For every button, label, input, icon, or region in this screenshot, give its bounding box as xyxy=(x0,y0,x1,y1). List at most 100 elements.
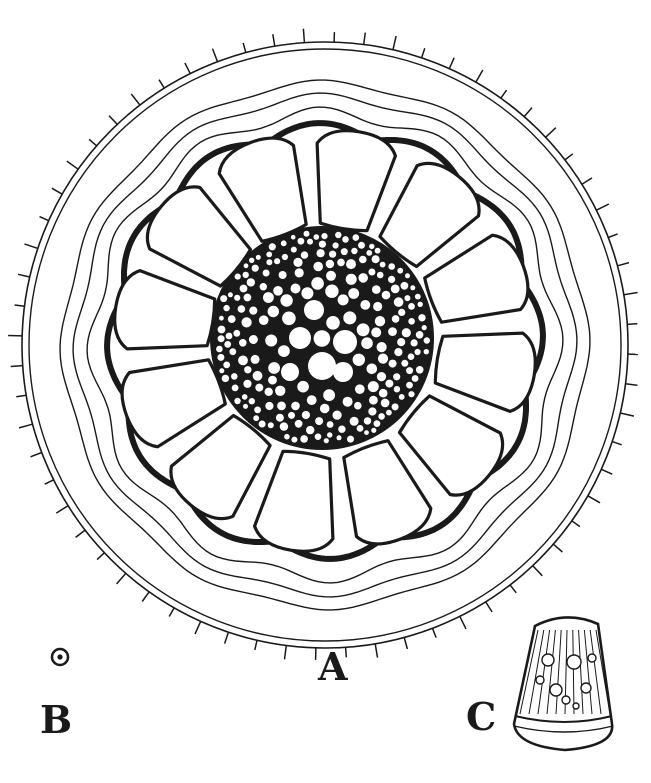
stele-cell xyxy=(234,397,241,405)
root-hair xyxy=(587,495,601,504)
stele-cell xyxy=(332,242,339,249)
stele-cell xyxy=(280,240,287,247)
root-hair xyxy=(420,48,426,59)
stele-cell xyxy=(394,348,403,357)
stele-cell xyxy=(325,259,335,269)
stele-cell xyxy=(293,257,303,267)
stele-cell xyxy=(291,401,300,411)
stele-cell xyxy=(326,270,336,281)
root-hair xyxy=(625,382,638,387)
granule xyxy=(535,675,545,685)
root-hair xyxy=(509,584,517,594)
stele-cell xyxy=(385,379,394,388)
stele-cell xyxy=(369,243,375,250)
root-hair xyxy=(532,565,543,577)
stele-cell xyxy=(225,332,233,340)
stele-cell xyxy=(366,363,378,375)
cortex-layer-2 xyxy=(72,92,578,598)
stele-cell xyxy=(234,273,241,280)
root-hair xyxy=(431,628,437,638)
stele-cell xyxy=(323,389,335,402)
root-hair xyxy=(552,543,563,553)
figure-a-cross-section xyxy=(8,28,638,660)
stele-cell xyxy=(346,259,356,270)
stele-cell xyxy=(414,348,421,356)
stele-cell xyxy=(268,375,277,385)
stele-cell xyxy=(329,250,337,258)
stele-cell xyxy=(303,230,310,237)
air-chamber-cell xyxy=(378,161,481,269)
stele-cell xyxy=(393,297,404,307)
stele-cell xyxy=(326,421,334,428)
air-chamber-cell xyxy=(423,233,530,324)
striation-line xyxy=(519,629,539,715)
root-hair xyxy=(617,261,630,267)
root-hair xyxy=(211,48,219,62)
figure-b-inner-dot xyxy=(57,654,63,660)
root-hair xyxy=(272,34,276,47)
stele-cell xyxy=(326,316,340,330)
stele-cell xyxy=(275,385,286,396)
stele-cell xyxy=(243,379,252,388)
air-chamber-ring xyxy=(113,129,537,553)
stele-cell xyxy=(368,268,376,276)
stele-cell xyxy=(241,317,252,328)
stele-cell xyxy=(281,363,299,381)
stele-cell xyxy=(223,304,230,312)
root-hair xyxy=(448,57,455,70)
root-hair xyxy=(600,468,613,475)
stele-cell xyxy=(391,315,400,323)
stele-cell xyxy=(332,410,342,420)
stele-cell xyxy=(356,425,364,432)
stele-cell xyxy=(374,316,386,327)
stele-cell xyxy=(248,398,255,405)
stele-cell xyxy=(273,286,283,296)
stele-cell xyxy=(418,314,426,322)
striation-line xyxy=(528,629,545,715)
cortex-layer-3 xyxy=(86,106,564,584)
root-cap-granules xyxy=(535,653,597,710)
stele-cell xyxy=(231,373,238,380)
stele-cell xyxy=(342,236,349,243)
stele-cell xyxy=(265,401,274,411)
stele-cell xyxy=(376,271,384,279)
granule xyxy=(580,682,592,694)
root-hair xyxy=(96,552,105,561)
stele-cell xyxy=(254,406,261,414)
stele-cell xyxy=(336,435,342,441)
stele-cell xyxy=(255,383,264,392)
stele-cell xyxy=(368,407,377,416)
stele-cell xyxy=(386,409,392,416)
stele-cell xyxy=(411,375,419,382)
stele-cell xyxy=(360,300,371,310)
stele-cell xyxy=(224,341,232,348)
root-hair xyxy=(194,620,202,635)
stele-cell xyxy=(243,293,252,302)
root-hair xyxy=(51,187,63,195)
root-hair xyxy=(362,32,367,45)
root-hair xyxy=(523,107,533,118)
stele-cell xyxy=(340,248,348,256)
stele-cell xyxy=(313,234,320,240)
stele-cell xyxy=(408,303,415,310)
figure-b-small-section xyxy=(50,647,70,667)
stele-cell xyxy=(349,416,359,426)
stele-cell xyxy=(388,275,396,283)
stele-cell xyxy=(423,349,429,355)
stele-cell xyxy=(252,370,263,381)
granule xyxy=(541,653,555,667)
stele-cell xyxy=(217,353,225,361)
striation-line xyxy=(555,629,562,715)
air-chamber-cell xyxy=(253,449,335,553)
granule xyxy=(549,683,563,697)
label-b: B xyxy=(40,697,72,742)
stele-cell xyxy=(406,381,413,389)
root-hair xyxy=(116,572,127,585)
stele-cell xyxy=(351,247,358,255)
stele-cell xyxy=(289,327,311,349)
root-hair xyxy=(18,423,33,429)
stele-cell xyxy=(229,348,237,356)
stele-cell xyxy=(284,433,290,440)
root-hair xyxy=(611,440,622,446)
stele-cell xyxy=(250,354,260,364)
